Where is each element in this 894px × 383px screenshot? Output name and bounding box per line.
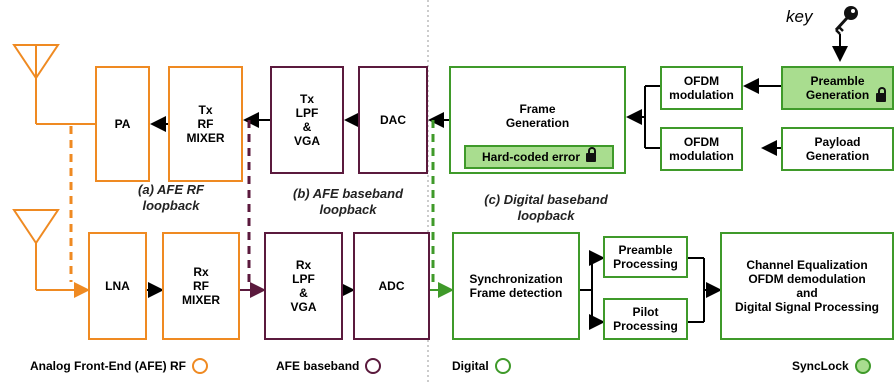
hard-coded-error-block: Hard-coded error <box>464 145 614 169</box>
digital-ring-icon <box>494 358 511 374</box>
channel-equalization-block: Channel Equalization OFDM demodulation a… <box>720 232 894 340</box>
antenna-icon <box>12 44 95 125</box>
payload-generation-block: Payload Generation <box>781 127 894 171</box>
preamble-generation-block: Preamble Generation <box>781 66 894 110</box>
tx-lpf-vga-block: Tx LPF & VGA <box>270 66 344 174</box>
rx-lpf-vga-block: Rx LPF & VGA <box>264 232 343 340</box>
dac-block: DAC <box>358 66 428 174</box>
caption-afe-baseband-loopback: (b) AFE baseband loopback <box>292 186 404 217</box>
lna-block: LNA <box>88 232 147 340</box>
synclock-ring-icon <box>854 358 871 374</box>
tx-rf-mixer-block: Tx RF MIXER <box>168 66 243 182</box>
legend-digital: Digital <box>452 358 511 374</box>
adc-block: ADC <box>353 232 430 340</box>
legend-afe-rf: Analog Front-End (AFE) RF <box>30 358 208 374</box>
afe-baseband-ring-icon <box>365 358 382 374</box>
synchronization-frame-detection-block: Synchronization Frame detection <box>452 232 580 340</box>
key-label: key <box>786 7 813 26</box>
preamble-processing-block: Preamble Processing <box>603 236 688 278</box>
ofdm-modulation-bottom-block: OFDM modulation <box>660 127 743 171</box>
lock-icon <box>586 146 597 162</box>
pa-block: PA <box>95 66 150 182</box>
pilot-processing-block: Pilot Processing <box>603 298 688 340</box>
afe-rf-ring-icon <box>191 358 208 374</box>
caption-digital-baseband-loopback: (c) Digital baseband loopback <box>484 192 608 223</box>
rx-rf-mixer-block: Rx RF MIXER <box>162 232 240 340</box>
caption-afe-rf-loopback: (a) AFE RF loopback <box>138 182 204 213</box>
antenna-icon <box>12 209 90 298</box>
lock-icon <box>876 87 886 102</box>
legend-synclock: SyncLock <box>792 358 871 374</box>
key-icon <box>834 6 858 35</box>
legend-afe-baseband: AFE baseband <box>276 358 382 374</box>
ofdm-modulation-top-block: OFDM modulation <box>660 66 743 110</box>
